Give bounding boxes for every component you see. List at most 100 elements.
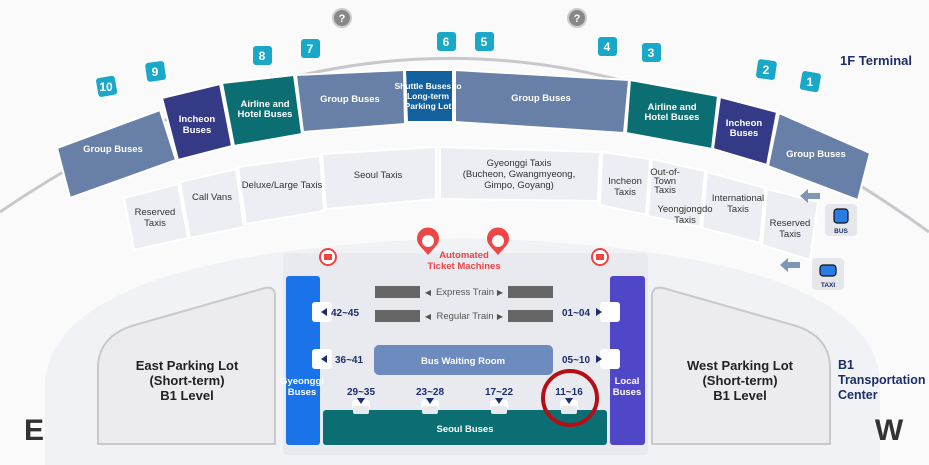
train-label: Regular Train <box>436 311 493 322</box>
gate-3[interactable]: 3 <box>642 43 661 62</box>
zone-label: Group Buses <box>511 93 571 104</box>
zone-label: Buses <box>730 128 759 139</box>
svg-text:7: 7 <box>307 42 314 56</box>
zone-label: Incheon <box>608 176 642 187</box>
gate-10[interactable]: 10 <box>96 75 118 97</box>
zone-group-buses-mid-right[interactable] <box>454 68 631 135</box>
bus-icon <box>833 208 849 224</box>
gate-5[interactable]: 5 <box>475 32 494 51</box>
west-parking-lot[interactable] <box>651 286 831 445</box>
zone-seoul-taxis[interactable] <box>320 145 437 211</box>
terminal-label: 1F Terminal <box>840 53 912 68</box>
lot-label: B1 Level <box>160 388 213 403</box>
east-parking-lot[interactable] <box>97 286 276 445</box>
lot-label: (Short-term) <box>149 373 224 388</box>
zone-label: Taxis <box>674 215 696 226</box>
gate-7[interactable]: 7 <box>301 39 320 58</box>
b1-label: Center <box>838 388 878 402</box>
zone-label: Group Buses <box>83 144 143 155</box>
platform-05-10: 05~10 <box>562 355 591 366</box>
zone-label: International <box>712 193 764 204</box>
zone-label: Hotel Buses <box>238 109 293 120</box>
ticket-machine-pin-icon[interactable] <box>417 227 439 255</box>
b1-label: B1 <box>838 358 854 372</box>
lot-label: West Parking Lot <box>687 358 794 373</box>
zone-group-buses-left[interactable] <box>55 108 178 200</box>
ticket-machine-icon[interactable] <box>319 248 337 266</box>
platform-01-04: 01~04 <box>562 308 591 319</box>
zone-label: Reserved <box>770 218 811 229</box>
zone-international-taxis[interactable] <box>700 170 767 245</box>
compass-west: W <box>875 414 904 447</box>
svg-text:9: 9 <box>152 65 159 79</box>
help-icon[interactable]: ? <box>567 8 587 28</box>
arrow-left-icon: ◀ <box>425 312 432 321</box>
zone-label: Gyeonggi <box>280 376 324 387</box>
gate-6[interactable]: 6 <box>437 32 456 51</box>
arrow-left-icon: ◀ <box>425 288 432 297</box>
zone-deluxe-taxis[interactable] <box>236 154 326 226</box>
zone-airline-hotel-buses-left[interactable] <box>220 73 304 148</box>
zone-label: Shuttle Buses to <box>394 81 461 91</box>
zone-label: Taxis <box>779 229 801 240</box>
zone-label: Reserved <box>135 207 176 218</box>
zone-reserved-taxis-left[interactable] <box>122 182 190 252</box>
gate-8[interactable]: 8 <box>253 46 272 65</box>
seoul-buses-zone[interactable] <box>323 410 607 445</box>
gate-2[interactable]: 2 <box>756 59 777 80</box>
ticket-machine-icon[interactable] <box>591 248 609 266</box>
zone-label: Taxis <box>727 204 749 215</box>
zone-shuttle-buses[interactable] <box>403 69 454 123</box>
b1-label: Transportation <box>838 373 926 387</box>
bus-waiting-room[interactable] <box>374 345 553 375</box>
svg-text:2: 2 <box>763 63 770 77</box>
svg-text:6: 6 <box>443 35 450 49</box>
zone-label: Seoul Taxis <box>354 170 403 181</box>
zone-label: Buses <box>288 387 317 398</box>
zone-label: Taxis <box>654 185 676 196</box>
help-icon[interactable]: ? <box>332 8 352 28</box>
zone-gyeonggi-taxis[interactable] <box>439 145 602 203</box>
zone-label: Group Buses <box>786 149 846 160</box>
train-label: Express Train <box>436 287 494 298</box>
arrow-right-icon: ▶ <box>497 312 504 321</box>
zone-label: Gyeonggi Taxis <box>487 158 552 169</box>
svg-text:TAXI: TAXI <box>821 282 836 289</box>
gate-1[interactable]: 1 <box>799 71 821 93</box>
regular-train-row: Regular Train ◀ ▶ <box>375 310 553 322</box>
zone-incheon-buses-right[interactable] <box>711 95 779 167</box>
zone-incheon-taxis[interactable] <box>598 150 652 217</box>
svg-text:?: ? <box>574 13 581 25</box>
zone-out-of-town-taxis[interactable] <box>646 157 707 229</box>
ticket-machines-label: Automated <box>439 250 489 261</box>
zone-label: Buses <box>183 125 212 136</box>
zone-label: Long-term <box>407 91 449 101</box>
zone-label: Yeongjongdo <box>657 204 712 215</box>
svg-text:?: ? <box>339 13 346 25</box>
platform-42-45: 42~45 <box>331 308 360 319</box>
zone-incheon-buses-left[interactable] <box>160 82 234 162</box>
zone-label: Airline and <box>240 99 289 110</box>
lot-label: (Short-term) <box>702 373 777 388</box>
gate-4[interactable]: 4 <box>598 37 617 56</box>
zone-reserved-taxis-right[interactable] <box>760 187 820 262</box>
gate-9[interactable]: 9 <box>145 61 166 82</box>
svg-text:1: 1 <box>807 75 814 89</box>
zone-label: Seoul Buses <box>436 424 493 435</box>
express-train-row: Express Train ◀ ▶ <box>375 286 553 298</box>
gyeonggi-buses-zone[interactable] <box>286 276 320 445</box>
lot-label: East Parking Lot <box>136 358 239 373</box>
arrow-right-icon: ▶ <box>497 288 504 297</box>
zone-label: Group Buses <box>320 94 380 105</box>
bus-legend: BUS <box>825 204 857 236</box>
svg-text:10: 10 <box>99 80 113 94</box>
zone-call-vans[interactable] <box>178 167 246 240</box>
zone-label: Call Vans <box>192 192 232 203</box>
ticket-machine-pin-icon[interactable] <box>487 227 510 255</box>
compass-east: E <box>24 414 44 447</box>
zone-label: Incheon <box>179 114 216 125</box>
svg-text:8: 8 <box>259 49 266 63</box>
zone-group-buses-mid-left[interactable] <box>294 68 407 134</box>
zone-group-buses-right[interactable] <box>766 111 872 202</box>
zone-label: Incheon <box>726 118 763 129</box>
